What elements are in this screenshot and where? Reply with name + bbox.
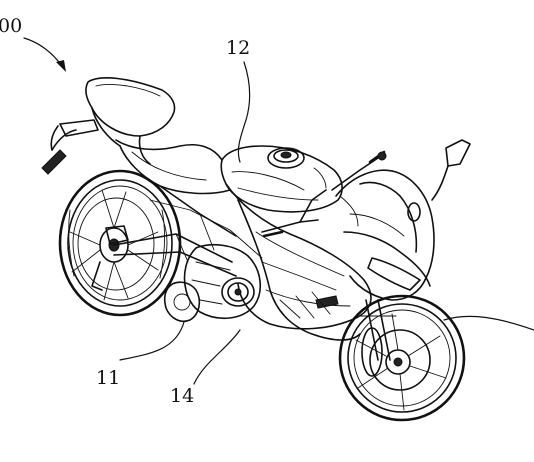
ref-label-12: 12	[226, 37, 250, 59]
rear-wheel	[58, 169, 182, 317]
handlebar-right	[331, 150, 387, 227]
front-wheel	[338, 294, 466, 422]
leader-line-12	[237, 61, 251, 163]
engine	[183, 243, 261, 319]
rear-brake-caliper	[91, 225, 129, 291]
leader-line-front	[443, 315, 534, 331]
ref-label-11: 11	[96, 367, 120, 389]
leader-line-11	[119, 321, 185, 361]
front-fairing	[335, 169, 435, 301]
assembly-leader-arrow	[23, 37, 66, 72]
ref-label-14: 14	[170, 385, 194, 407]
engine-crankcase	[163, 281, 201, 323]
handlebar-left	[261, 189, 327, 238]
front-fork	[359, 299, 397, 361]
mirror-right	[431, 139, 471, 201]
leader-line-14	[193, 329, 241, 385]
side-fairing	[225, 183, 372, 341]
license-plate-bracket	[41, 119, 99, 175]
ref-label-assembly: 00	[0, 15, 22, 37]
frame-and-swingarm	[113, 185, 263, 277]
tail-section	[85, 77, 231, 195]
